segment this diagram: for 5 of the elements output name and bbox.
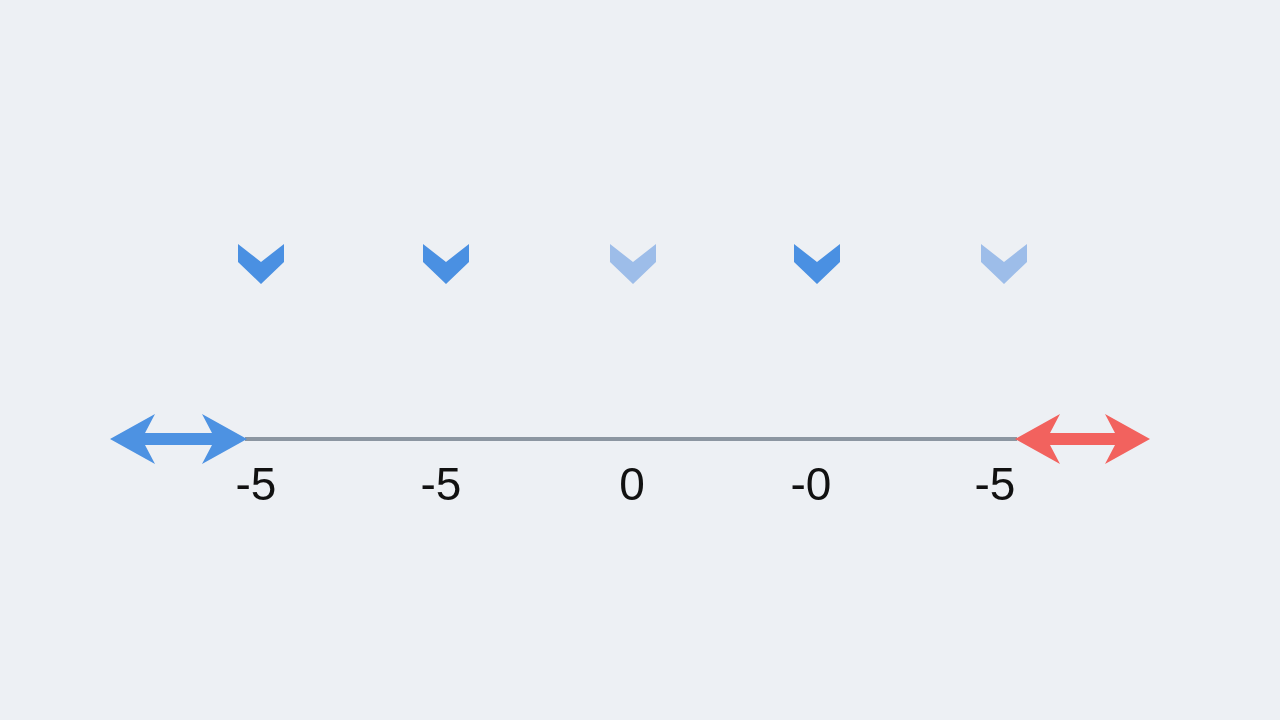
tick-label: -0 xyxy=(789,461,833,507)
tick-label: -5 xyxy=(973,461,1017,507)
tick-label: -5 xyxy=(419,461,463,507)
tick-label: 0 xyxy=(618,461,646,507)
tick-label: -5 xyxy=(234,461,278,507)
